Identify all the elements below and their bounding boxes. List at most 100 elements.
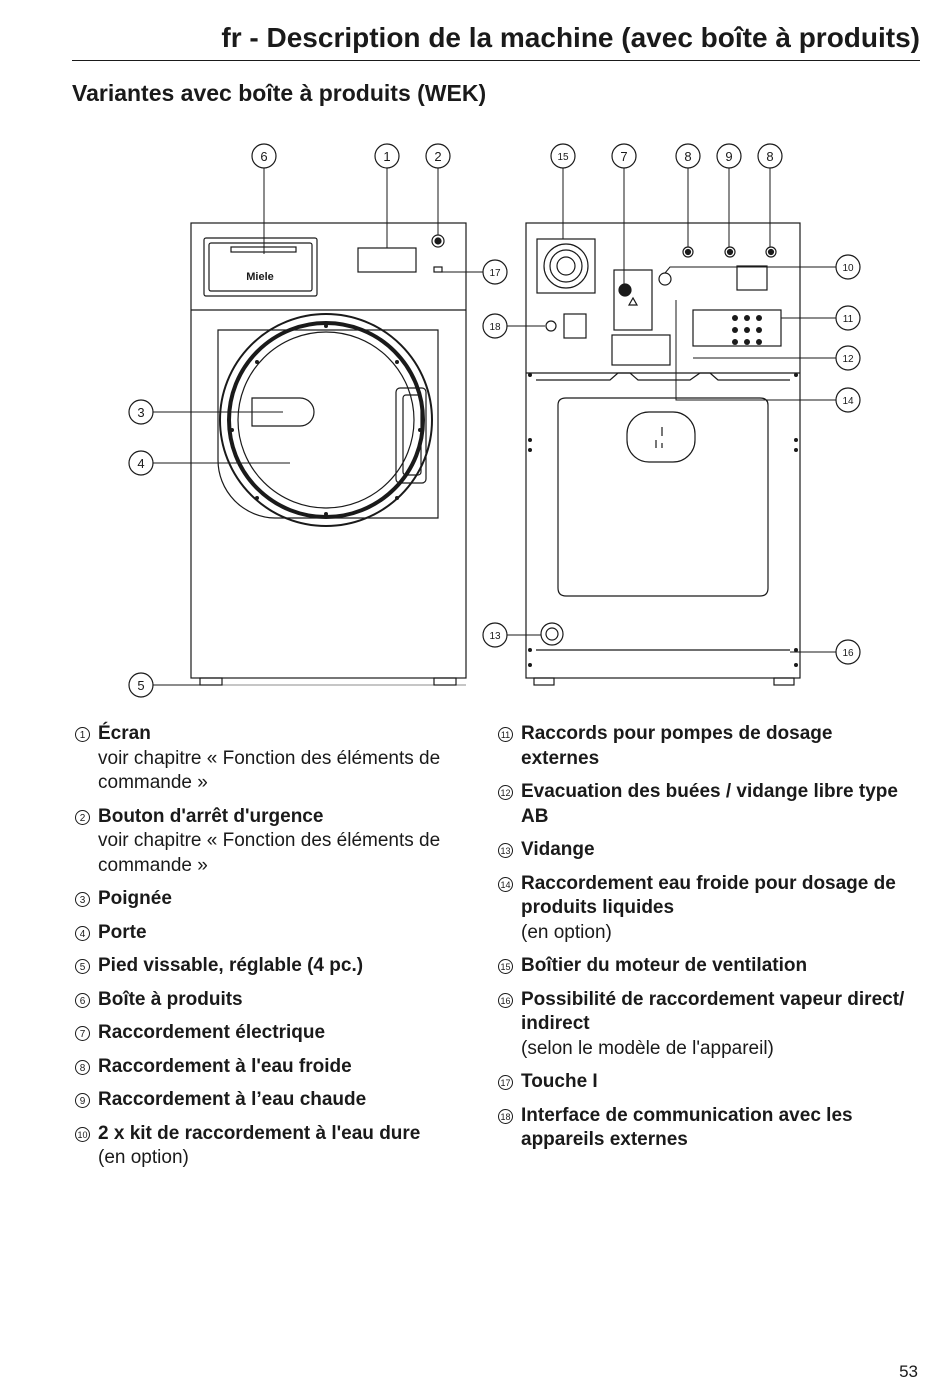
- legend-number: 14: [498, 876, 513, 892]
- legend-item: 16 Possibilité de raccordement vapeur dir…: [498, 988, 908, 1062]
- svg-text:16: 16: [842, 648, 854, 659]
- svg-text:5: 5: [137, 678, 144, 693]
- header-divider: [72, 60, 920, 61]
- svg-text:13: 13: [489, 631, 501, 642]
- legend-title: 2 x kit de raccordement à l'eau dure: [98, 1122, 421, 1144]
- legend-desc: (en option): [521, 921, 612, 943]
- legend-number: 4: [75, 925, 90, 941]
- callout-11: 11: [835, 305, 861, 331]
- legend-item: 13 Vidange: [498, 838, 908, 863]
- legend-number: 5: [75, 959, 90, 974]
- legend-number: 11: [498, 727, 513, 742]
- legend-title: Vidange: [521, 839, 595, 860]
- legend-title: Interface de communication avec les appa…: [521, 1104, 853, 1151]
- front-view: Miele: [190, 222, 467, 686]
- legend-desc: (selon le modèle de l'appareil): [521, 1037, 774, 1059]
- svg-text:4: 4: [137, 456, 144, 471]
- legend-number: 8: [75, 1059, 90, 1075]
- legend-item: 4 Porte: [75, 921, 485, 946]
- legend-number: 6: [75, 992, 90, 1008]
- legend-title: Possibilité de raccordement vapeur direc…: [521, 988, 905, 1035]
- svg-text:8: 8: [766, 149, 773, 164]
- legend-item: 7 Raccordement électrique: [75, 1021, 485, 1046]
- svg-text:8: 8: [684, 149, 691, 164]
- legend-item: 11 Raccords pour pompes de dosage externe…: [498, 722, 908, 771]
- page-number: 53: [899, 1362, 918, 1381]
- callout-17: 17: [482, 259, 508, 285]
- machine-diagram: Miele: [0, 130, 950, 710]
- svg-text:14: 14: [842, 396, 854, 407]
- callout-15: 15: [550, 143, 576, 169]
- legend-number: 7: [75, 1026, 90, 1041]
- legend-item: 6 Boîte à produits: [75, 988, 485, 1013]
- legend-title: Touche I: [521, 1071, 598, 1092]
- electrical-box: [613, 269, 653, 331]
- legend-number: 18: [498, 1108, 513, 1124]
- legend-title: Raccords pour pompes de dosage externes: [521, 723, 833, 769]
- legend-number: 1: [75, 727, 90, 742]
- callout-10: 10: [835, 254, 861, 280]
- legend-number: 12: [498, 785, 513, 800]
- legend-item: 9 Raccordement à l’eau chaude: [75, 1088, 485, 1113]
- callout-5: 5: [128, 672, 154, 698]
- legend-number: 3: [75, 892, 90, 907]
- callout-14: 14: [835, 387, 861, 413]
- svg-text:18: 18: [489, 322, 501, 333]
- legend-number: 13: [498, 843, 513, 858]
- detergent-drawer: [203, 237, 318, 297]
- legend-number: 17: [498, 1075, 513, 1090]
- svg-text:11: 11: [843, 314, 854, 325]
- legend-title: Porte: [98, 921, 147, 943]
- legend-number: 16: [498, 992, 513, 1008]
- legend-title: Boîte à produits: [98, 988, 243, 1010]
- legend-number: 9: [75, 1093, 90, 1108]
- legend-right-column: 11 Raccords pour pompes de dosage externe…: [498, 722, 908, 1162]
- svg-text:3: 3: [137, 405, 144, 420]
- callout-13: 13: [482, 622, 508, 648]
- svg-text:6: 6: [260, 149, 267, 164]
- legend-item: 17 Touche I: [498, 1070, 908, 1095]
- legend-title: Raccordement électrique: [98, 1022, 326, 1043]
- svg-text:12: 12: [842, 354, 854, 365]
- callout-16: 16: [835, 639, 861, 665]
- svg-text:9: 9: [725, 149, 732, 164]
- page-header-title: fr - Description de la machine (avec boî…: [221, 22, 920, 53]
- svg-text:10: 10: [842, 263, 854, 274]
- callout-12: 12: [835, 345, 861, 371]
- callout-6: 6: [251, 143, 277, 169]
- legend-item: 10 2 x kit de raccordement à l'eau dure (e…: [75, 1122, 485, 1171]
- callout-2: 2: [425, 143, 451, 169]
- legend-item: 18 Interface de communication avec les ap…: [498, 1104, 908, 1153]
- legend-title: Écran: [98, 723, 151, 744]
- legend-number: 10: [75, 1126, 90, 1142]
- legend-title: Boîtier du moteur de ventilation: [521, 955, 808, 976]
- legend-desc: (en option): [98, 1147, 189, 1168]
- callout-18: 18: [482, 313, 508, 339]
- callout-4: 4: [128, 450, 154, 476]
- svg-text:1: 1: [383, 149, 390, 164]
- legend-left-column: 1 Écran voir chapitre « Fonction des éléme…: [75, 722, 485, 1180]
- svg-text:2: 2: [434, 149, 441, 164]
- callout-8b: 8: [757, 143, 783, 169]
- legend-number: 15: [498, 959, 513, 974]
- legend-title: Bouton d'arrêt d'urgence: [98, 805, 324, 827]
- section-title: Variantes avec boîte à produits (WEK): [72, 80, 487, 106]
- legend-number: 2: [75, 809, 90, 825]
- legend-item: 1 Écran voir chapitre « Fonction des éléme…: [75, 722, 485, 796]
- brand-logo: Miele: [246, 271, 274, 283]
- rear-view: [525, 222, 801, 686]
- legend-desc: voir chapitre « Fonction des éléments de…: [98, 747, 441, 794]
- legend-item: 15 Boîtier du moteur de ventilation: [498, 954, 908, 979]
- fan-housing: [536, 238, 596, 294]
- callout-1: 1: [374, 143, 400, 169]
- legend-title: Raccordement à l'eau froide: [98, 1055, 352, 1077]
- legend-item: 8 Raccordement à l'eau froide: [75, 1055, 485, 1080]
- callout-markers: 6 1 2 3 4 5 17 18 15 7 8 9 8 10 11 12 14…: [128, 143, 861, 698]
- display-screen: [357, 247, 417, 273]
- callout-9: 9: [716, 143, 742, 169]
- legend-title: Raccordement à l’eau chaude: [98, 1089, 367, 1110]
